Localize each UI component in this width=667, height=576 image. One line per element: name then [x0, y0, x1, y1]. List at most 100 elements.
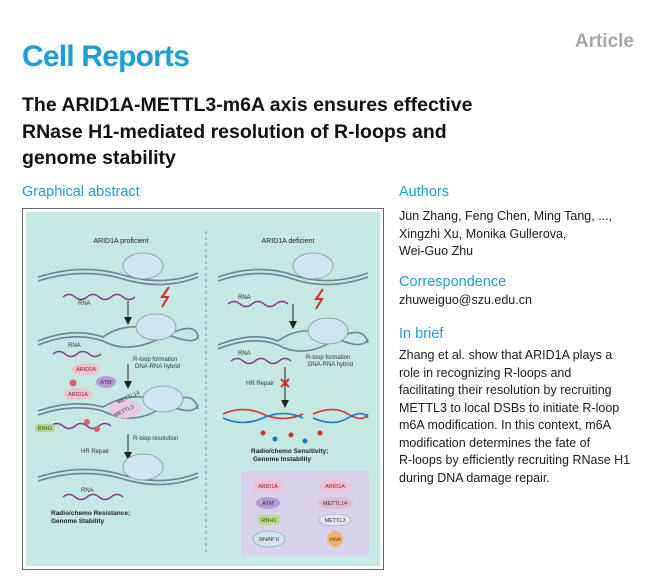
hybrid-label: DNA-RNA hybrid — [135, 364, 180, 370]
hybrid-label: DNA-RNA hybrid — [308, 362, 353, 368]
in-brief-line: role in recognizing R-loops and — [399, 365, 572, 380]
dna-strand — [37, 468, 199, 482]
legend-arid1a-2 — [319, 480, 351, 492]
dna-strand — [37, 326, 199, 342]
rna-strand — [50, 422, 112, 430]
dna-strand — [37, 396, 199, 419]
fragment-dot — [260, 430, 266, 436]
legend-mettl3-label: METTL3 — [324, 518, 345, 524]
deficient-outcome: Genome Instability — [253, 456, 312, 463]
deficient-title: ARID1A deficient — [262, 238, 315, 245]
rna-label: RNA — [68, 343, 81, 349]
dna-strand — [217, 330, 369, 346]
rna-label: RNA — [238, 351, 251, 357]
dna-strand — [37, 472, 199, 486]
legend-rnap2 — [252, 530, 286, 548]
in-brief-heading: In brief — [399, 326, 444, 342]
legend-arid1a-2-label: ARID1A — [325, 484, 345, 490]
dna-strand — [37, 327, 199, 348]
author-line: Wei-Guo Zhu — [399, 244, 474, 258]
rna-label: RNA — [78, 301, 91, 307]
mettl-complex — [109, 400, 141, 418]
dna-strand — [312, 412, 369, 424]
legend-mettl14-label: METTL14 — [323, 501, 347, 507]
in-brief-line: modification determines the fate of — [399, 435, 591, 450]
rloop-formation-label: R-loop formation — [133, 357, 177, 363]
dna-strand — [37, 396, 199, 412]
rna-polymerase — [122, 453, 164, 481]
fragment-dot — [317, 430, 323, 436]
rna-polymerase — [307, 317, 349, 345]
arid1a-protein — [72, 363, 100, 375]
legend-atm-label: ATM — [262, 501, 274, 507]
dna-strand — [222, 408, 304, 420]
rloop-resolution-label: R-loop resolution — [133, 436, 178, 442]
authors-list: Jun Zhang, Feng Chen, Ming Tang, ..., Xi… — [399, 208, 612, 261]
title-line: RNase H1-mediated resolution of R-loops … — [22, 120, 447, 143]
proficient-title: ARID1A proficient — [93, 238, 148, 245]
legend-atm — [256, 497, 280, 509]
journal-title: Cell Reports — [22, 40, 190, 73]
graphical-abstract-heading: Graphical abstract — [22, 184, 140, 200]
rnh1-label: RNH1 — [38, 426, 53, 432]
correspondence-heading: Correspondence — [399, 274, 507, 290]
in-brief-line: Zhang et al. show that ARID1A plays a — [399, 348, 613, 362]
proficient-outcome: Genome Stability — [51, 518, 104, 525]
legend-rnh1 — [258, 515, 280, 525]
legend-m6a-label: m6A — [329, 537, 341, 543]
title-line: The ARID1A-METTL3-m6A axis ensures effec… — [22, 94, 473, 116]
in-brief-line: METTL3 to local DSBs to initiate R-loop — [399, 400, 620, 415]
fragment-dot — [288, 432, 294, 438]
proficient-outcome: Radio/chemo Resistance; — [51, 510, 130, 517]
legend-rnap2-label: RNAP II — [259, 537, 279, 543]
rna-polymerase — [292, 252, 334, 280]
hr-repair-label: HR Repair — [246, 381, 274, 387]
graphical-abstract: ARID1A proficient ARID1A deficient RNA R… — [22, 208, 384, 570]
legend-mettl14 — [317, 497, 353, 509]
m6a-dot — [94, 426, 100, 432]
title-line: genome stability — [22, 147, 176, 169]
hr-repair-label: HR Repair — [81, 449, 109, 455]
deficient-outcome: Radio/chemo Sensitivity; — [251, 448, 328, 455]
fragment-dot — [302, 438, 308, 444]
legend-mettl3 — [318, 513, 352, 527]
dna-strand — [37, 268, 199, 282]
fragment-dot — [272, 436, 278, 442]
rna-strand — [227, 300, 289, 308]
correspondence-email[interactable]: zhuweiguo@szu.edu.cn — [399, 293, 532, 307]
rna-polymerase — [122, 252, 164, 280]
rnh1-protein — [35, 424, 55, 432]
rna-label: RNA — [81, 488, 94, 494]
in-brief-line: facilitating their resolution by recruit… — [399, 383, 612, 397]
legend-rnh1-label: RNH1 — [262, 518, 277, 524]
rna-polymerase — [135, 313, 177, 341]
arid1a-label: ARID1A — [68, 392, 88, 398]
dna-strand — [37, 272, 199, 286]
in-brief-line: during DNA damage repair. — [399, 470, 550, 485]
rna-strand — [52, 350, 102, 358]
authors-heading: Authors — [399, 184, 449, 200]
legend-arid1a-label: ARID1A — [258, 484, 278, 490]
rna-polymerase — [142, 385, 184, 413]
arid1a-label: ARID1A — [76, 367, 96, 373]
author-line: Xingzhi Xu, Monika Gullerova, — [399, 226, 567, 241]
dna-strand — [312, 408, 369, 420]
article-type-label: Article — [574, 31, 634, 52]
atm-label: ATM — [100, 380, 112, 386]
dna-strand — [217, 272, 369, 286]
in-brief-line: m6A modification. In this context, m6A — [399, 418, 611, 432]
lightning-icon — [314, 288, 324, 310]
dna-strand — [222, 412, 304, 424]
m6a-dot — [84, 419, 90, 425]
lightning-icon — [160, 286, 170, 308]
dna-strand — [217, 331, 369, 352]
atm-protein — [96, 376, 116, 388]
m6a-dot — [69, 379, 77, 387]
rna-label: RNA — [238, 295, 251, 301]
graphical-abstract-figure: ARID1A proficient ARID1A deficient RNA R… — [26, 212, 380, 566]
arid1a-protein — [64, 388, 92, 400]
article-title: The ARID1A-METTL3-m6A axis ensures effec… — [22, 92, 622, 172]
author-line: Jun Zhang, Feng Chen, Ming Tang, ..., — [399, 209, 613, 223]
legend-arid1a — [252, 480, 284, 492]
rloop-formation-label: R-loop formation — [306, 355, 350, 361]
